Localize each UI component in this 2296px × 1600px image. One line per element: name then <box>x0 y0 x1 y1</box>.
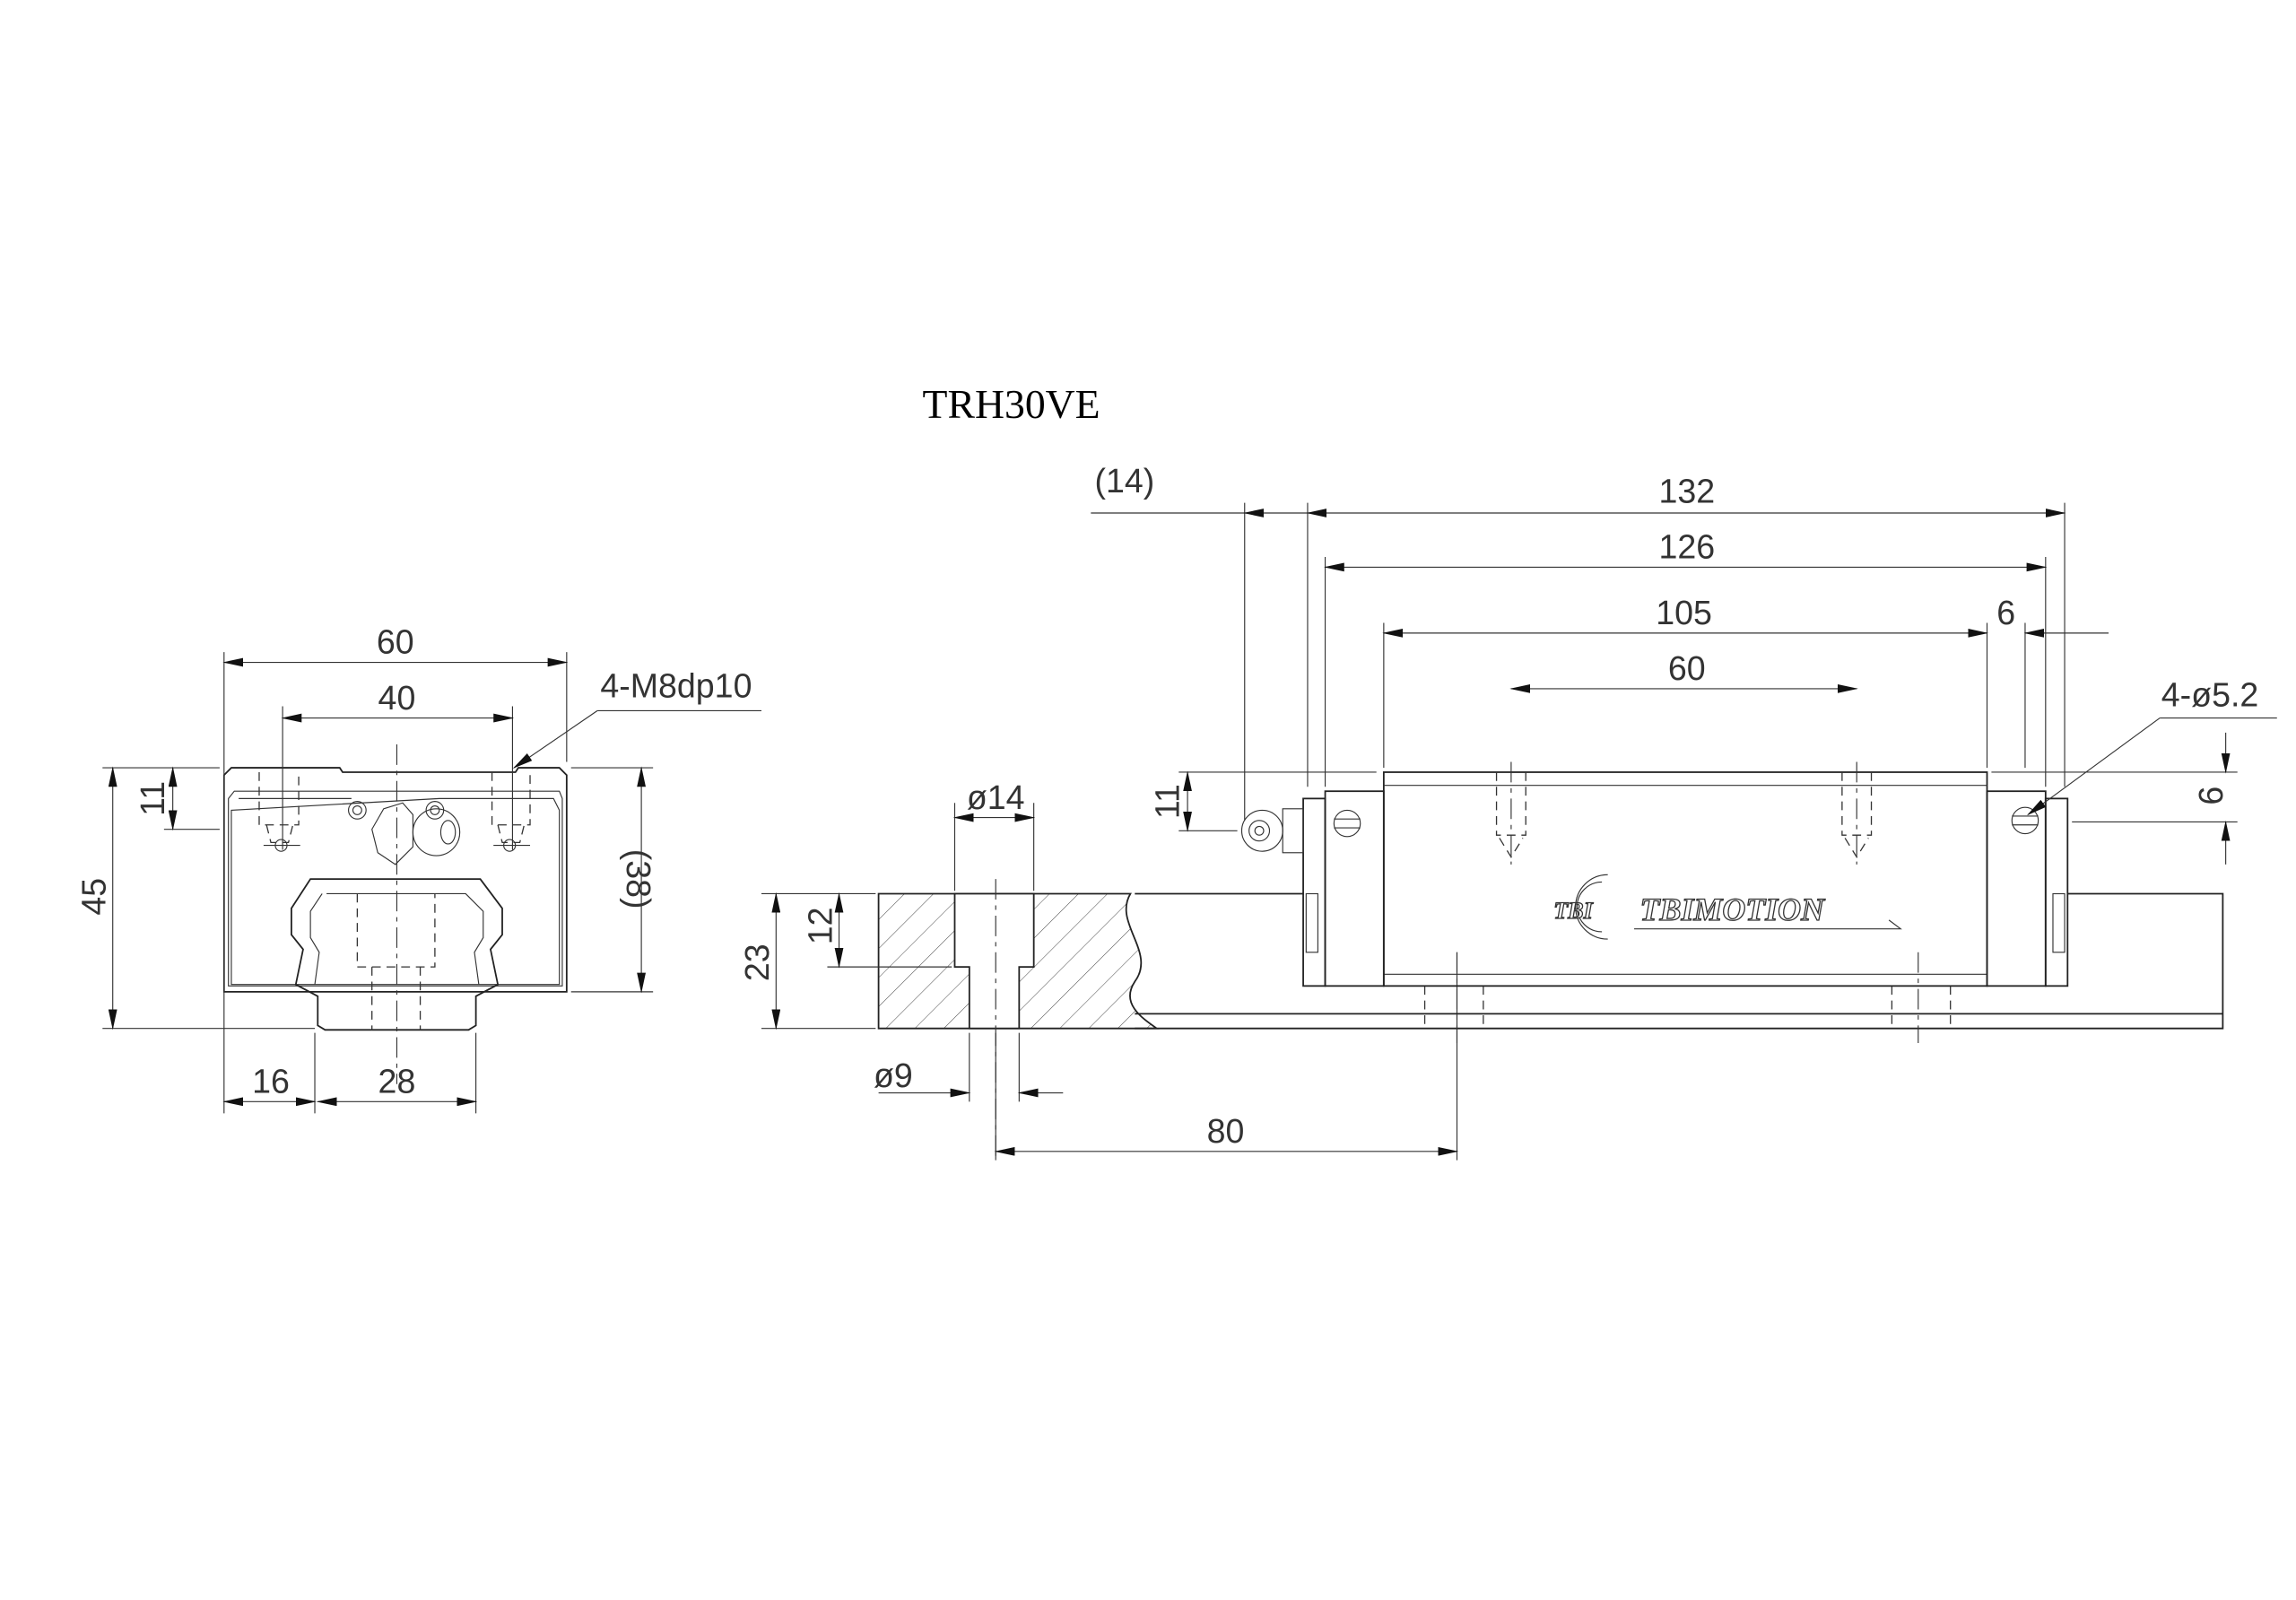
dim-body-length: 105 <box>1656 594 1712 631</box>
dim-front-width: 60 <box>377 623 414 661</box>
dim-counterbore-depth: 12 <box>801 908 839 945</box>
dim-length-caps: 126 <box>1658 528 1715 566</box>
dim-hole-height: 9 <box>2192 787 2230 805</box>
dim-rail-height: 23 <box>738 943 776 981</box>
dim-rail-hole-pitch: 80 <box>1207 1112 1245 1150</box>
callout-hole: 4-ø5.2 <box>2161 676 2259 714</box>
dim-length-total: 132 <box>1658 473 1715 510</box>
logo-brand: TBIMOTION <box>1640 891 1826 927</box>
drawing-title: TRH30VE <box>923 381 1100 427</box>
dim-side-hole-pitch: 60 <box>1668 649 1706 687</box>
dim-through-hole-dia: ø9 <box>874 1057 913 1094</box>
dim-nipple-length: (14) <box>1094 462 1154 500</box>
dim-counterbore-dia: ø14 <box>967 778 1025 816</box>
dim-seal-width: 6 <box>1996 594 2015 631</box>
dim-rail-width: 28 <box>378 1063 416 1100</box>
dim-rail-offset: 16 <box>252 1063 290 1100</box>
dim-front-hole-pitch: 40 <box>378 679 416 717</box>
dim-front-height: 45 <box>75 878 113 916</box>
rail-section: ø14 23 12 ø9 80 <box>738 778 1459 1161</box>
dim-thread-depth: 11 <box>134 781 171 816</box>
logo-mark: TBI <box>1553 898 1593 924</box>
dim-block-height: (38) <box>620 849 657 909</box>
tbi-logo: TBI TBIMOTION <box>1553 874 1902 940</box>
callout-thread: 4-M8dp10 <box>600 667 752 705</box>
front-view: 60 40 4-M8dp10 45 11 (38) 16 28 <box>75 623 761 1114</box>
side-view: TBI TBIMOTION (14) 132 126 105 6 60 4-ø5… <box>1091 462 2277 1044</box>
dim-nipple-height: 11 <box>1148 784 1186 819</box>
